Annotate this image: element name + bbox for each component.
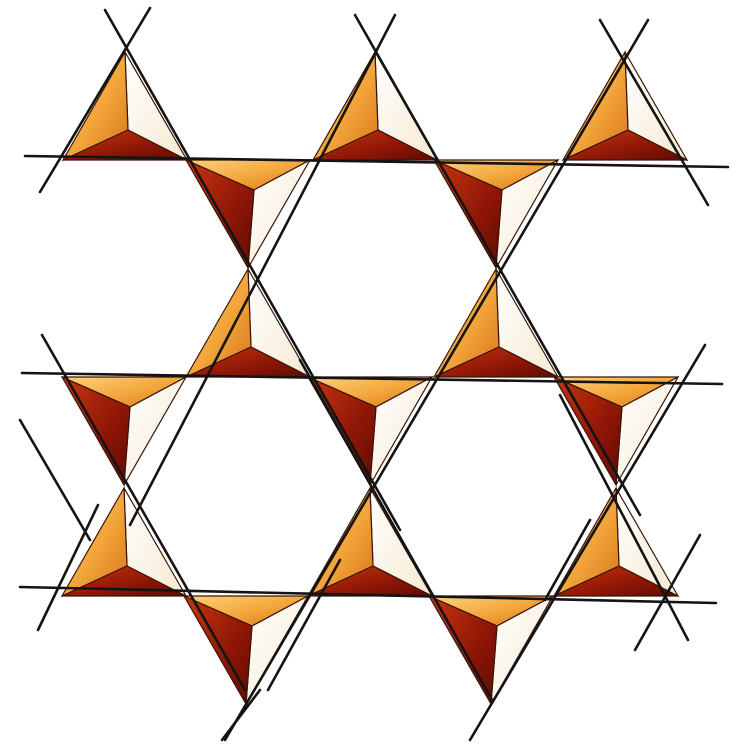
tetrahedron-down [308, 377, 432, 485]
tetrahedron-up [313, 52, 437, 160]
tetrahedron-down [429, 596, 553, 704]
tetrahedron-up [563, 52, 687, 160]
tetrahedron-up [308, 488, 432, 596]
tetrahedron-down [554, 377, 678, 485]
tetrahedron-up [186, 269, 310, 377]
lattice-line [222, 690, 260, 740]
tetrahedron-up [434, 269, 558, 377]
lattice-line [355, 15, 640, 515]
tetrahedron-down [62, 377, 186, 485]
lattice-line [20, 420, 90, 540]
tetrahedron-down [434, 160, 558, 268]
tetrahedron-up [63, 52, 187, 160]
